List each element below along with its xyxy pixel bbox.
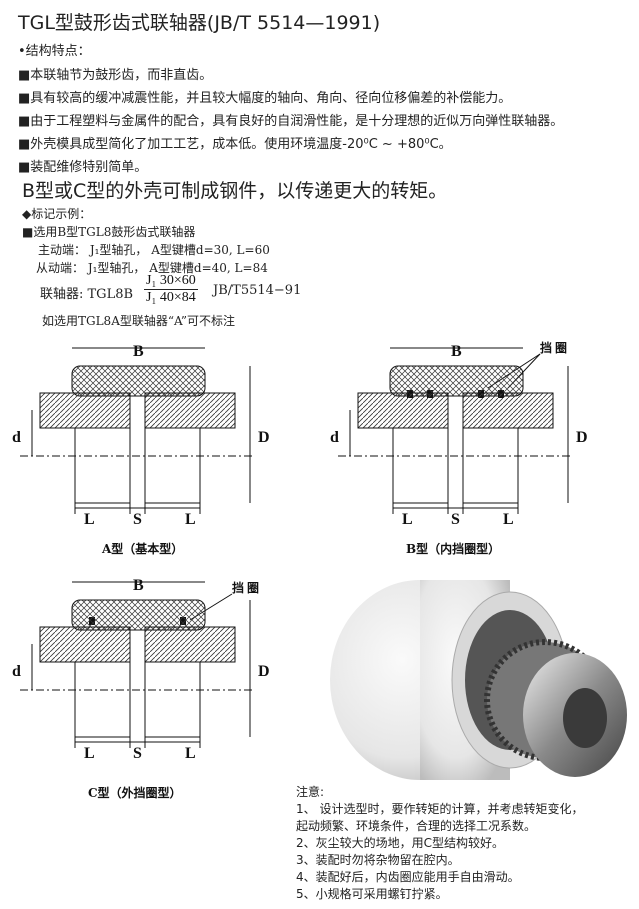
outer-sleeve xyxy=(71,599,206,631)
label-d: d xyxy=(12,429,21,446)
label-d: d xyxy=(330,429,339,446)
feature-item: ■外壳模具成型简化了加工工艺，成本低。使用环境温度-20⁰C ~ +80⁰C。 xyxy=(18,137,452,152)
label-S: S xyxy=(133,511,142,528)
hub-flange-right xyxy=(144,392,236,429)
hub-flange-left xyxy=(39,392,131,429)
label-D: D xyxy=(258,663,270,680)
label-B: B xyxy=(451,343,462,360)
diagram-type-c: B 挡 圈 d D L S L xyxy=(12,577,270,762)
label-B: B xyxy=(133,343,144,360)
example-line: ■选用B型TGL8鼓形齿式联轴器 xyxy=(22,225,196,239)
feature-item: ■由于工程塑料与金属件的配合，具有良好的自润滑性能，是十分理想的近似万向弹性联轴… xyxy=(18,114,564,129)
label-ring: 挡 圈 xyxy=(232,580,259,595)
coupling-photo xyxy=(330,580,627,780)
diagram-type-a: B d D L S L xyxy=(12,343,270,528)
caption-type-c: C型（外挡圈型） xyxy=(88,785,182,800)
caption-type-b: B型（内挡圈型） xyxy=(406,541,500,556)
outer-sleeve xyxy=(389,365,524,397)
features-heading: •结构特点： xyxy=(18,44,91,59)
hub-left xyxy=(74,661,131,738)
coupling-label: 联轴器: TGL8B xyxy=(40,287,134,302)
hub-left xyxy=(74,427,131,504)
designation-fraction: J₁ 30×60 J₁ 40×84 xyxy=(144,273,198,306)
note-item: 起动频繁、环境条件，合理的选择工况系数。 xyxy=(296,819,537,833)
hub-right xyxy=(462,427,519,504)
note-item: 1、 设计选型时，要作转矩的计算，并考虑转矩变化， xyxy=(296,802,584,816)
label-L: L xyxy=(402,511,413,528)
label-d: d xyxy=(12,663,21,680)
bore-icon xyxy=(563,688,607,748)
label-L: L xyxy=(84,511,95,528)
label-ring: 挡 圈 xyxy=(540,340,567,355)
hub-flange-right xyxy=(462,392,554,429)
note-item: 4、装配好后，内齿圈应能用手自由滑动。 xyxy=(296,870,520,884)
hub-flange-right xyxy=(144,626,236,663)
note-item: 2、灰尘较大的场地，用C型结构较好。 xyxy=(296,836,505,850)
standard-code: JB/T5514−91 xyxy=(213,283,302,298)
example-heading: ◆标记示例： xyxy=(22,207,92,221)
page-title: TGL型鼓形齿式联轴器(JB/T 5514—1991) xyxy=(18,12,381,34)
example-driven: 从动端： J₁型轴孔， A型键槽d=40, L=84 xyxy=(36,261,268,275)
feature-item: ■装配维修特别简单。 xyxy=(18,160,148,175)
example-drive: 主动端： J₁型轴孔， A型键槽d=30, L=60 xyxy=(38,243,270,257)
notes-heading: 注意: xyxy=(296,785,325,799)
label-S: S xyxy=(451,511,460,528)
hub-flange-left xyxy=(357,392,449,429)
caption-type-a: A型（基本型） xyxy=(101,541,183,556)
hub-right xyxy=(144,661,201,738)
highlight-text: B型或C型的外壳可制成钢件，以传递更大的转矩。 xyxy=(22,180,448,202)
label-L: L xyxy=(503,511,514,528)
fraction-numerator: J₁ 30×60 xyxy=(144,273,198,290)
label-D: D xyxy=(258,429,270,446)
note-item: 3、装配时勿将杂物留在腔内。 xyxy=(296,853,460,867)
diagram-type-b: B 挡 圈 d D L S L xyxy=(330,340,588,528)
note-item: 5、小规格可采用螺钉拧紧。 xyxy=(296,887,448,901)
label-B: B xyxy=(133,577,144,594)
hub-flange-left xyxy=(39,626,131,663)
example-note: 如选用TGL8A型联轴器“A”可不标注 xyxy=(42,314,236,328)
label-L: L xyxy=(84,745,95,762)
outer-sleeve xyxy=(71,365,206,397)
label-S: S xyxy=(133,745,142,762)
hub-left xyxy=(392,427,449,504)
label-D: D xyxy=(576,429,588,446)
fraction-denominator: J₁ 40×84 xyxy=(146,290,196,305)
feature-item: ■具有较高的缓冲减震性能，并且较大幅度的轴向、角向、径向位移偏差的补偿能力。 xyxy=(18,91,512,106)
label-L: L xyxy=(185,511,196,528)
feature-item: ■本联轴节为鼓形齿，而非直齿。 xyxy=(18,68,213,83)
hub-right xyxy=(144,427,201,504)
label-L: L xyxy=(185,745,196,762)
